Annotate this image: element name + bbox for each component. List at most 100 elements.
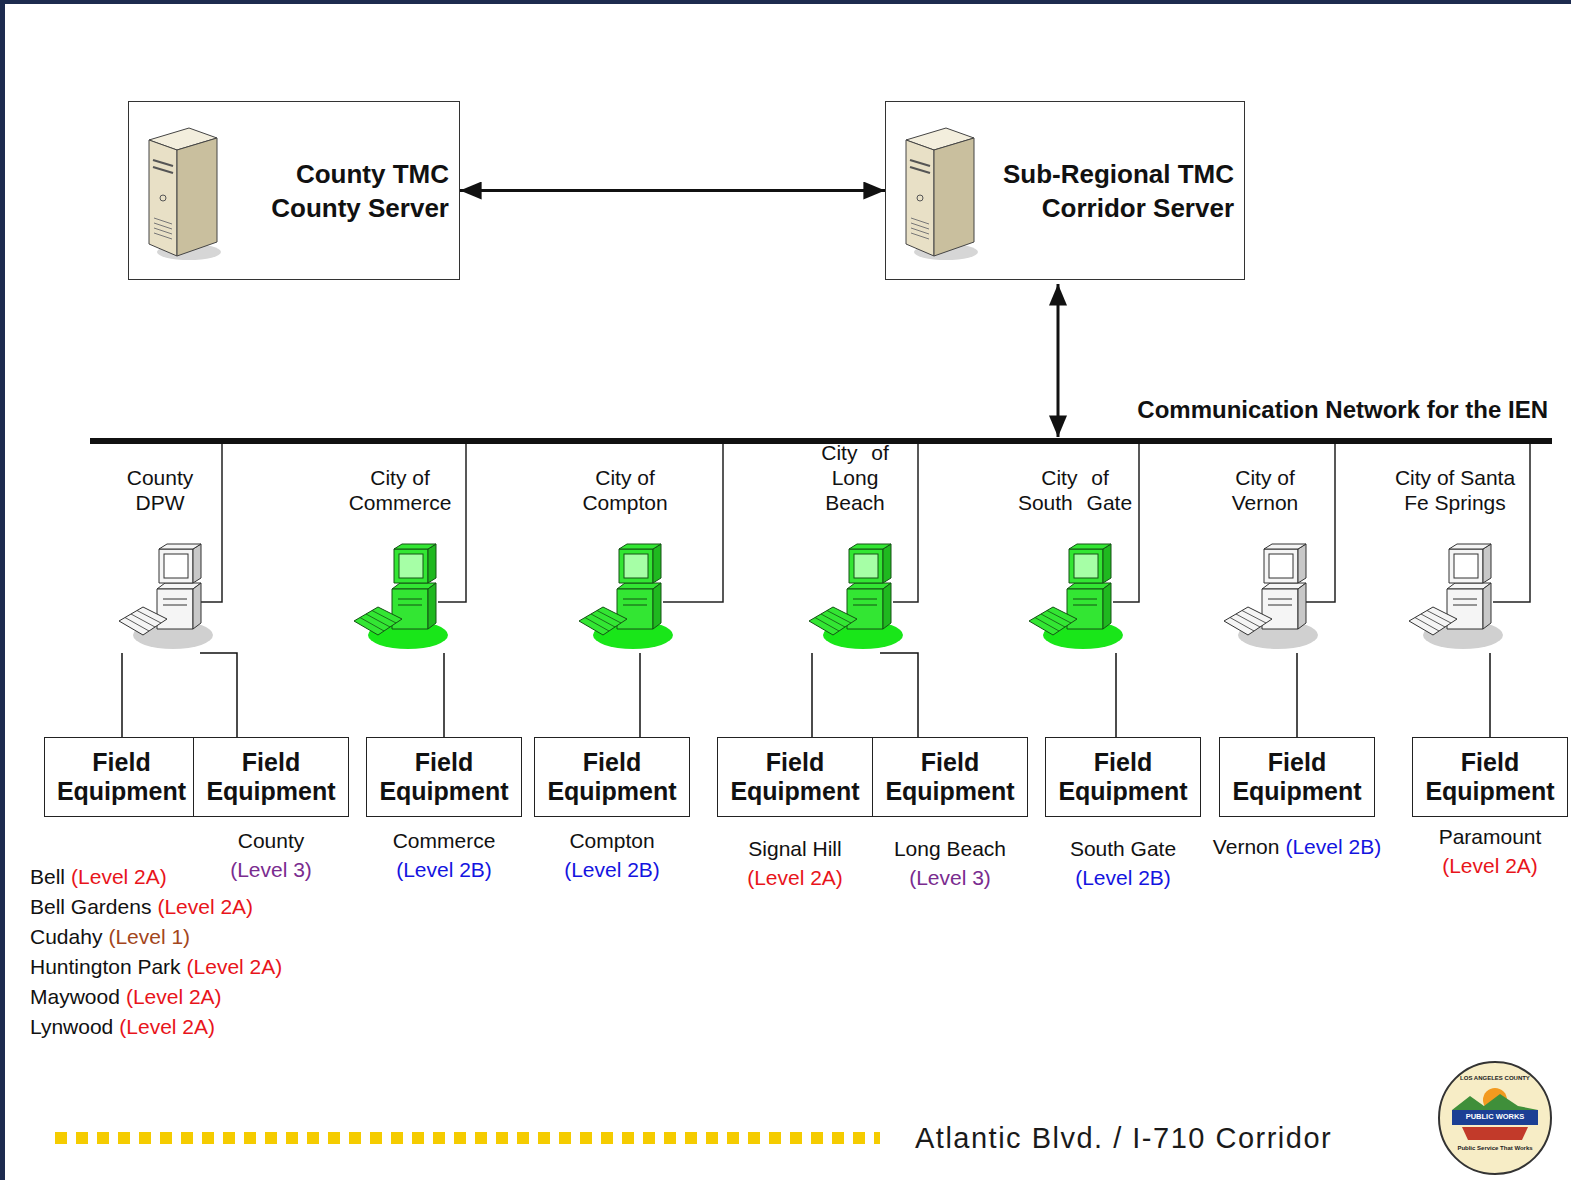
- drawing-part: [906, 140, 934, 256]
- server-box: County TMC County Server: [128, 101, 460, 280]
- drawing-part: [1298, 583, 1306, 629]
- drawing-part: [137, 611, 161, 624]
- server-title: County TMC County Server: [259, 157, 449, 225]
- drawing-part: [849, 544, 891, 549]
- connector: [121, 653, 123, 737]
- server-box: Sub-Regional TMC Corridor Server: [885, 101, 1245, 280]
- seal-text: Public Service That Works: [1457, 1145, 1532, 1151]
- drawing-part: [1224, 607, 1272, 635]
- box-title: Field Equipment: [45, 748, 198, 806]
- box-title: Field Equipment: [1413, 748, 1567, 806]
- field-equipment-box: Field EquipmentParamount(Level 2A): [1412, 737, 1568, 817]
- field-equipment-box: Field EquipmentLong Beach(Level 3): [872, 737, 1028, 817]
- agency-label: City of Vernon: [1220, 463, 1310, 515]
- drawing-part: [1047, 611, 1071, 624]
- drawing-part: [1069, 544, 1111, 549]
- drawing-part: [1268, 605, 1292, 606]
- drawing-part: [163, 605, 187, 606]
- drawing-part: [394, 544, 436, 549]
- drawing-part: [154, 228, 172, 234]
- drawing-part: [1262, 589, 1298, 629]
- city-name: Maywood: [30, 985, 120, 1009]
- drawing-part: [1449, 544, 1491, 549]
- drawing-part: [177, 138, 217, 256]
- drawing-part: [821, 614, 845, 627]
- drawing-part: [597, 611, 621, 624]
- drawing-part: [1303, 444, 1335, 602]
- server-title: Sub-Regional TMC Corridor Server: [994, 157, 1234, 225]
- connector: [460, 189, 885, 192]
- workstation-node: County DPW: [115, 463, 205, 653]
- drawing-part: [159, 549, 193, 583]
- drawing-part: [1409, 607, 1457, 635]
- level-tag: (Level 2B): [564, 855, 660, 884]
- level-tag: (Level 2A): [126, 985, 222, 1009]
- drawing-part: [893, 444, 918, 602]
- drawing-part: [131, 614, 155, 627]
- drawing-part: [1069, 549, 1103, 583]
- level-tag: (Level 2A): [71, 865, 167, 889]
- workstation-node: City of Commerce: [345, 463, 455, 653]
- drawing-part: [392, 589, 428, 629]
- drawing-part: [854, 554, 878, 578]
- city-name: Cudahy: [30, 925, 102, 949]
- drawing-part: [815, 618, 839, 632]
- city-name: Commerce: [393, 826, 496, 855]
- box-title: Field Equipment: [873, 748, 1027, 806]
- city-name: Paramount: [1439, 822, 1542, 851]
- drawing-part: [193, 583, 201, 629]
- drawing-part: [1103, 583, 1111, 629]
- drawing-part: [1269, 554, 1293, 578]
- connector: [811, 653, 813, 737]
- workstation-node: City of Santa Fe Springs: [1390, 463, 1520, 653]
- box-title: Field Equipment: [367, 748, 521, 806]
- drawing-part: [1041, 614, 1065, 627]
- drawing-part: [917, 195, 923, 201]
- drawing-part: [911, 223, 929, 229]
- workstation-node: City of Vernon: [1220, 463, 1310, 653]
- city-name: County: [230, 826, 312, 855]
- agency-seal: [1439, 1062, 1551, 1174]
- drawing-part: [1452, 1094, 1538, 1110]
- city-name: South Gate: [1070, 834, 1176, 863]
- city-name: Vernon: [1213, 835, 1280, 858]
- drawing-part: [399, 554, 423, 578]
- box-title: Field Equipment: [535, 748, 689, 806]
- drawing-part: [154, 233, 172, 239]
- drawing-part: [1453, 599, 1477, 600]
- field-equipment-box: Field EquipmentVernon(Level 2B): [1219, 737, 1375, 817]
- drawing-part: [1452, 1110, 1538, 1125]
- drawing-part: [366, 614, 390, 627]
- workstation-node: City of South Gate: [1015, 463, 1135, 653]
- drawing-part: [849, 549, 883, 583]
- drawing-part: [911, 218, 929, 224]
- drawing-part: [1453, 605, 1477, 606]
- city-name: Long Beach: [894, 834, 1006, 863]
- drawing-part: [883, 544, 891, 583]
- drawing-part: [398, 605, 422, 606]
- drawing-part: [910, 160, 930, 166]
- computer-icon: [1025, 543, 1125, 653]
- drawing-part: [653, 544, 661, 583]
- drawing-part: [1264, 544, 1306, 549]
- city-name: Huntington Park: [30, 955, 181, 979]
- agency-label: County DPW: [115, 463, 205, 515]
- box-title: Field Equipment: [194, 748, 348, 806]
- drawing-part: [653, 583, 661, 629]
- level-tag: (Level 2A): [1439, 851, 1542, 880]
- drawing-part: [1029, 607, 1077, 635]
- level-tag: (Level 3): [230, 855, 312, 884]
- page-frame: [0, 0, 1571, 4]
- drawing-part: [193, 544, 201, 583]
- computer-icon: [350, 543, 450, 653]
- drawing-part: [827, 611, 851, 624]
- city-name: Bell Gardens: [30, 895, 151, 919]
- drawing-part: [1264, 549, 1298, 583]
- level-tag: (Level 2A): [187, 955, 283, 979]
- drawing-part: [157, 589, 193, 629]
- drawing-part: [160, 195, 166, 201]
- seal-text: PUBLIC WORKS: [1466, 1112, 1525, 1121]
- drawing-part: [911, 228, 929, 234]
- footer-title: Atlantic Blvd. / I-710 Corridor: [915, 1122, 1332, 1155]
- server-icon: [900, 120, 980, 262]
